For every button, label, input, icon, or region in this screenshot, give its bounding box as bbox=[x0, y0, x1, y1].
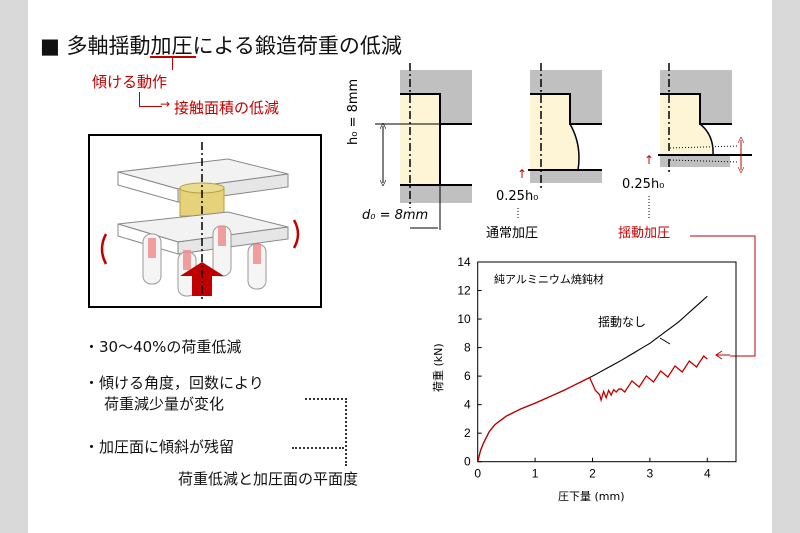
stroke-normal-label: 0.25h₀ bbox=[496, 189, 539, 204]
y-axis-label: 荷重 (kN) bbox=[432, 343, 445, 392]
bullet-angle: ・傾ける角度，回数により bbox=[84, 374, 264, 392]
page-title: ■ 多軸揺動加圧による鍛造荷重の低減 bbox=[40, 34, 402, 58]
dotted-connector-2 bbox=[292, 447, 344, 449]
series-line-0 bbox=[477, 295, 708, 462]
x-tick-label: 1 bbox=[532, 467, 539, 481]
rocking-pressing-label: 揺動加圧 bbox=[618, 226, 671, 241]
arrow-head-icon bbox=[715, 350, 723, 360]
y-tick-label: 8 bbox=[464, 341, 471, 355]
bracket-stem bbox=[172, 58, 173, 70]
svg-text:↑: ↑ bbox=[644, 153, 654, 167]
series-line-1 bbox=[477, 354, 708, 462]
normal-pressing-label: 通常加圧 bbox=[486, 226, 539, 241]
series-label-no-rocking: 揺動なし bbox=[598, 315, 647, 329]
x-tick-label: 0 bbox=[474, 467, 481, 481]
y-tick-label: 12 bbox=[457, 284, 471, 298]
annotation-tilt: 傾ける動作 bbox=[92, 73, 168, 91]
svg-text:↑: ↑ bbox=[517, 167, 527, 181]
die-diagrams: ↑ ↑ bbox=[375, 63, 756, 357]
dotted-connector bbox=[305, 398, 347, 466]
plot-frame bbox=[477, 261, 737, 463]
arrow-head-icon: → bbox=[160, 97, 171, 111]
y-tick-label: 4 bbox=[464, 398, 471, 412]
y-tick-label: 0 bbox=[464, 455, 471, 469]
x-tick-label: 4 bbox=[704, 467, 711, 481]
apparatus-illustration bbox=[88, 134, 322, 308]
y-tick-label: 10 bbox=[457, 312, 471, 326]
bullet-angle-cont: 荷重減少量が変化 bbox=[104, 395, 225, 413]
y-tick-label: 2 bbox=[464, 426, 471, 440]
conclusion: 荷重低減と加圧面の平面度 bbox=[178, 470, 359, 488]
y-tick-label: 6 bbox=[464, 369, 471, 383]
series-label-leader bbox=[659, 337, 671, 345]
bullet-residual-tilt: ・加圧面に傾斜が残留 bbox=[84, 438, 235, 456]
arrow-connector bbox=[139, 92, 162, 107]
chart-annotation: 純アルミニウム焼鈍材 bbox=[494, 273, 604, 286]
x-tick-label: 3 bbox=[647, 467, 654, 481]
d0-label: d₀ = 8mm bbox=[362, 208, 429, 223]
underline-bracket bbox=[150, 56, 196, 66]
stroke-rocking-label: 0.25h₀ bbox=[622, 177, 665, 192]
x-axis-label: 圧下量 (mm) bbox=[558, 490, 625, 503]
bullet-load-reduction: ・30～40%の荷重低減 bbox=[84, 338, 242, 356]
x-tick-label: 2 bbox=[589, 467, 596, 481]
annotation-contact: 接触面積の低減 bbox=[174, 99, 280, 117]
y-tick-label: 14 bbox=[457, 255, 471, 269]
